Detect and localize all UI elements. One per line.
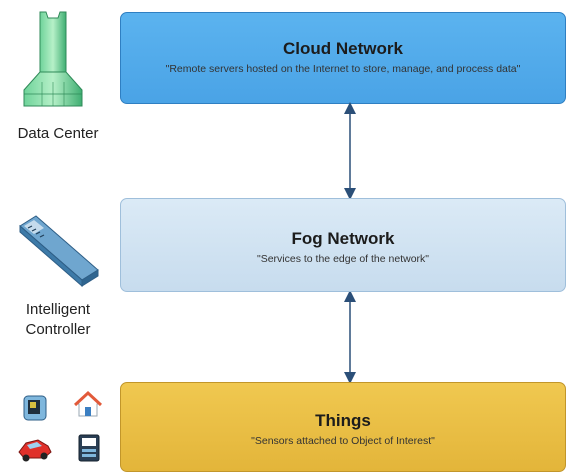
server-box-icon [78, 434, 100, 462]
car-icon [18, 439, 52, 462]
data-center-icon [23, 11, 83, 107]
things-layer: Things "Sensors attached to Object of In… [120, 382, 566, 472]
cloud-network-layer: Cloud Network "Remote servers hosted on … [120, 12, 566, 104]
home-icon [74, 390, 102, 417]
data-center-label: Data Center [17, 125, 99, 142]
sensor-device-icon [23, 395, 47, 421]
things-description: "Sensors attached to Object of Interest" [251, 435, 435, 447]
fog-network-layer: Fog Network "Services to the edge of the… [120, 198, 566, 292]
fog-network-description: "Services to the edge of the network" [256, 253, 430, 265]
cloud-network-description: "Remote servers hosted on the Internet t… [165, 63, 521, 75]
things-title: Things [315, 411, 371, 430]
controller-label-line2: Controller [25, 321, 91, 338]
fog-network-title: Fog Network [291, 229, 395, 248]
network-switch-icon [19, 215, 99, 288]
controller-label-line1: Intelligent [25, 301, 91, 318]
intelligent-controller-label: Intelligent Controller [4, 300, 112, 340]
cloud-network-title: Cloud Network [283, 39, 403, 58]
